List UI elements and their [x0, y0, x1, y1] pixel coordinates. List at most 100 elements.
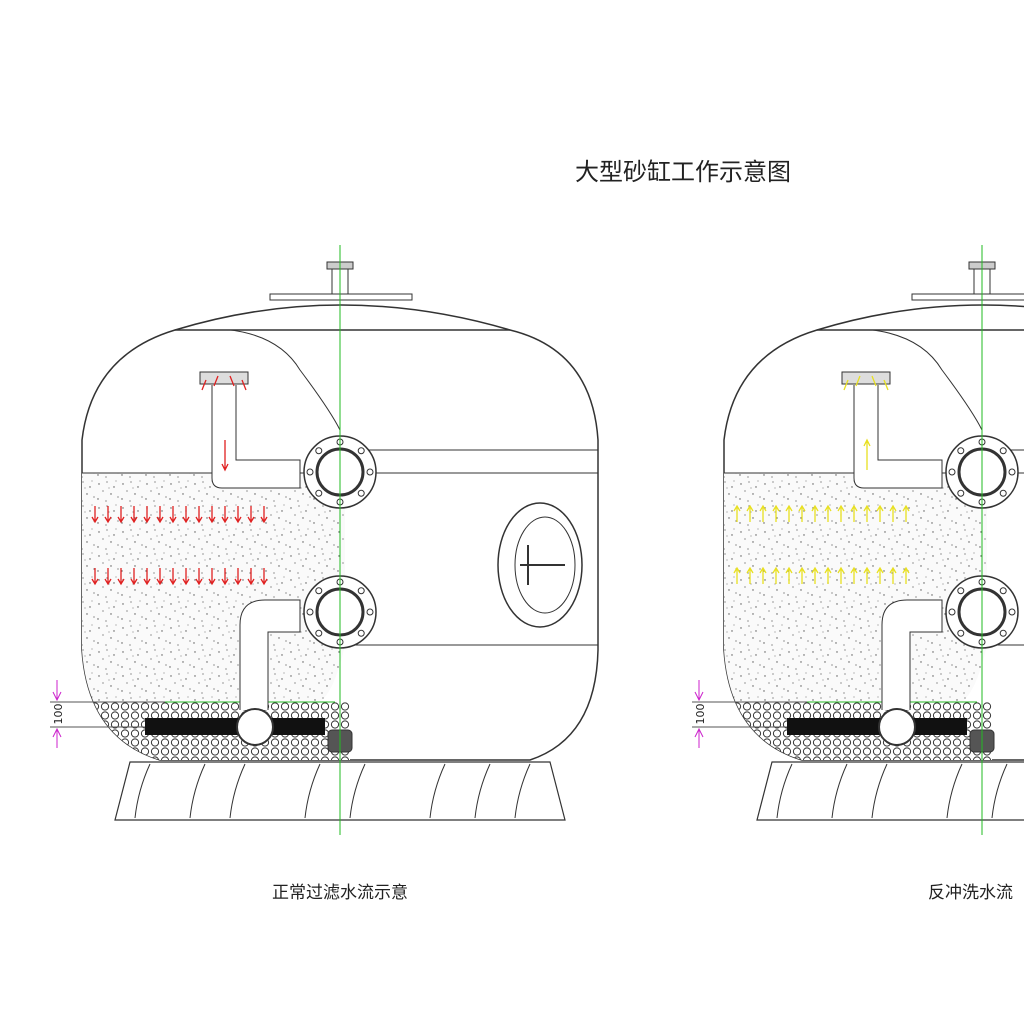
flow-arrow: [91, 506, 99, 524]
pipe-flow-arrow: [221, 440, 229, 472]
flow-arrow: [746, 566, 754, 584]
flow-arrow: [837, 504, 845, 522]
flow-arrow: [156, 506, 164, 524]
flow-arrow: [902, 566, 910, 584]
flow-arrow: [798, 504, 806, 522]
flow-arrow: [260, 568, 268, 586]
flange-bolt: [315, 489, 323, 497]
outlet-collector-pipe: [239, 599, 301, 710]
flow-arrow: [104, 568, 112, 586]
flow-arrow: [247, 506, 255, 524]
inlet-distributor-pipe: [853, 385, 943, 489]
collector-lateral-bar: [787, 718, 967, 735]
distributor-flow-arrow: [241, 379, 247, 391]
backwash-caption: 反冲洗水流: [928, 883, 1013, 903]
flow-arrow: [169, 506, 177, 524]
base-rib: [304, 763, 321, 819]
flow-arrow: [221, 506, 229, 524]
inlet-distributor-pipe: [211, 385, 301, 489]
flange-bolt: [1008, 468, 1016, 476]
flow-arrow: [130, 506, 138, 524]
flow-arrow: [889, 566, 897, 584]
flange-bolt: [957, 587, 965, 595]
flow-arrow: [811, 566, 819, 584]
base-rib: [349, 763, 366, 819]
flange-bolt: [999, 629, 1007, 637]
flange-bolt: [306, 468, 314, 476]
distributor-head: [199, 371, 249, 385]
flow-arrow: [117, 506, 125, 524]
flow-arrow: [772, 504, 780, 522]
outlet-collector-pipe: [881, 599, 943, 710]
dimension-label: 100: [52, 704, 65, 725]
flow-arrow: [746, 504, 754, 522]
flow-arrow: [785, 504, 793, 522]
flange-bolt: [948, 608, 956, 616]
base-rib: [991, 763, 1008, 819]
flange-bolt: [315, 447, 323, 455]
flow-arrow: [889, 504, 897, 522]
dimension-arrows: [52, 680, 62, 748]
dome-seam: [816, 330, 983, 431]
base-rib: [831, 763, 848, 819]
flow-arrow: [863, 504, 871, 522]
flange-bolt: [306, 608, 314, 616]
distributor-flow-arrow: [201, 379, 207, 391]
flow-arrow: [182, 506, 190, 524]
flange-bolt: [957, 447, 965, 455]
flange-bolt: [999, 447, 1007, 455]
flow-arrow: [208, 568, 216, 586]
flange-bolt: [1008, 608, 1016, 616]
tank-dome: [816, 304, 1024, 331]
flow-arrow: [785, 566, 793, 584]
flow-arrow: [143, 568, 151, 586]
normal-filtration-caption: 正常过滤水流示意: [272, 883, 408, 903]
flange-bolt: [366, 468, 374, 476]
dimension-label: 100: [694, 704, 707, 725]
flow-arrow: [824, 504, 832, 522]
flow-arrow: [733, 504, 741, 522]
distributor-flow-arrow: [213, 375, 219, 387]
distributor-flow-arrow: [883, 379, 889, 391]
tank-base: [756, 761, 1024, 821]
flow-arrow: [195, 568, 203, 586]
flow-arrow: [837, 566, 845, 584]
tank-dome: [174, 304, 511, 331]
flow-arrow: [247, 568, 255, 586]
manhole-handle: [520, 545, 565, 585]
diagram-title: 大型砂缸工作示意图: [575, 158, 791, 186]
flange-bolt: [357, 629, 365, 637]
distributor-flow-arrow: [871, 375, 877, 387]
sand-layer: [82, 473, 345, 702]
dimension-arrows: [694, 680, 704, 748]
flow-arrow: [811, 504, 819, 522]
flow-arrow: [169, 568, 177, 586]
flange-bolt: [357, 447, 365, 455]
flow-arrow: [902, 504, 910, 522]
base-rib: [946, 763, 963, 819]
flow-arrow: [876, 504, 884, 522]
tank-lid: [911, 293, 1024, 301]
flow-arrow: [156, 568, 164, 586]
flange-bolt: [957, 629, 965, 637]
collector-lateral-bar: [145, 718, 325, 735]
base-rib: [189, 763, 206, 819]
flow-arrow: [850, 504, 858, 522]
base-rib: [429, 763, 446, 819]
flange-bolt: [366, 608, 374, 616]
flow-arrow: [195, 506, 203, 524]
flange-bolt: [957, 489, 965, 497]
collector-hub: [236, 708, 274, 746]
base-rib: [474, 763, 491, 819]
flow-arrow: [260, 506, 268, 524]
base-rib: [229, 763, 246, 819]
flange-bolt: [948, 468, 956, 476]
tank-interior: [82, 330, 598, 760]
collector-hub: [878, 708, 916, 746]
flow-arrow: [759, 504, 767, 522]
dome-seam: [174, 330, 341, 431]
flow-arrow: [733, 566, 741, 584]
flow-arrow: [850, 566, 858, 584]
tank-lid: [269, 293, 413, 301]
